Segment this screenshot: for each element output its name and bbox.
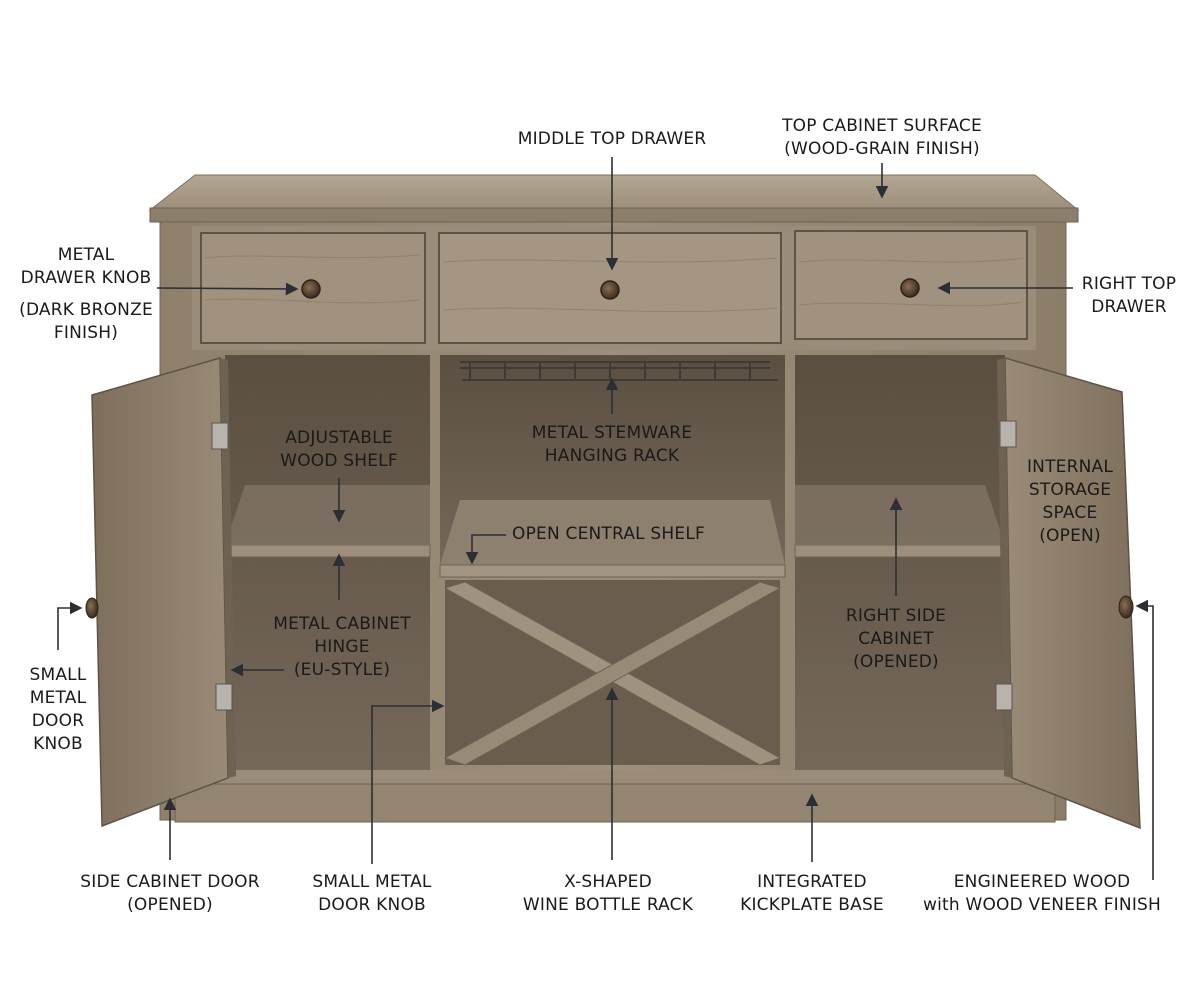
label-integrated-kickplate-base: INTEGRATED KICKPLATE BASE [740, 872, 884, 915]
x-rack-board-b [443, 581, 782, 766]
right-cabinet-interior [795, 355, 1005, 775]
right-adjustable-shelf [794, 544, 1006, 558]
label-side-cabinet-door: SIDE CABINET DOOR (OPENED) [80, 872, 260, 915]
leader-open-shelf [465, 534, 506, 565]
hinge-left-bottom [215, 683, 233, 711]
label-metal-cabinet-hinge: METAL CABINET HINGE (EU-STYLE) [273, 614, 411, 680]
label-engineered-wood: ENGINEERED WOOD with WOOD VENEER FINISH [922, 872, 1162, 915]
leader-lines [57, 157, 1154, 880]
leader-drawer-knob [156, 282, 299, 296]
top-front-edge [149, 207, 1079, 223]
right-shelf-top [795, 485, 1005, 545]
right-door-edge [997, 358, 1012, 778]
label-right-top-drawer: RIGHT TOP DRAWER [1081, 274, 1177, 317]
label-drawer-knob-finish: (DARK BRONZE FINISH) [19, 300, 153, 343]
label-x-shaped-wine-rack: X-SHAPED WINE BOTTLE RACK [522, 872, 694, 915]
left-cabinet-interior [225, 355, 430, 775]
left-cabinet-door [91, 357, 229, 828]
right-cabinet-door [1004, 356, 1141, 830]
label-middle-top-drawer: MIDDLE TOP DRAWER [517, 129, 707, 149]
door-knob-left [85, 597, 99, 619]
kickplate-base [174, 783, 1056, 823]
label-metal-stemware-rack: METAL STEMWARE HANGING RACK [531, 423, 693, 466]
drawer-knob-middle [600, 280, 620, 300]
label-small-metal-door-knob-left: SMALL METAL DOOR KNOB [29, 665, 87, 754]
label-small-metal-door-knob-bottom: SMALL METAL DOOR KNOB [312, 872, 432, 915]
hinge-right-bottom [995, 683, 1013, 711]
open-central-shelf-edge [439, 564, 786, 578]
top-cabinet-surface [148, 174, 1080, 211]
label-internal-storage-space: INTERNAL STORAGE SPACE (OPEN) [1026, 457, 1114, 546]
left-adjustable-shelf [224, 544, 431, 558]
hinge-right-top [999, 420, 1017, 448]
leader-door-knob-left [57, 601, 83, 650]
cabinet-floor [200, 770, 1030, 784]
label-open-central-shelf: OPEN CENTRAL SHELF [512, 524, 705, 544]
stemware-rack [460, 361, 778, 381]
left-shelf-top [225, 485, 430, 545]
open-central-shelf [440, 500, 785, 565]
label-adjustable-wood-shelf: ADJUSTABLE WOOD SHELF [280, 428, 398, 471]
leader-small-knob-bottom [371, 699, 445, 864]
door-knob-right [1118, 595, 1134, 619]
leader-door-knob-right [1135, 599, 1154, 880]
label-top-cabinet-surface: TOP CABINET SURFACE (WOOD-GRAIN FINISH) [782, 116, 982, 159]
drawer-knob-right [900, 278, 920, 298]
label-right-side-cabinet: RIGHT SIDE CABINET (OPENED) [845, 606, 947, 672]
hinge-left-top [211, 422, 229, 450]
drawer-knob-left [301, 279, 321, 299]
label-metal-drawer-knob: METAL DRAWER KNOB [20, 245, 152, 288]
